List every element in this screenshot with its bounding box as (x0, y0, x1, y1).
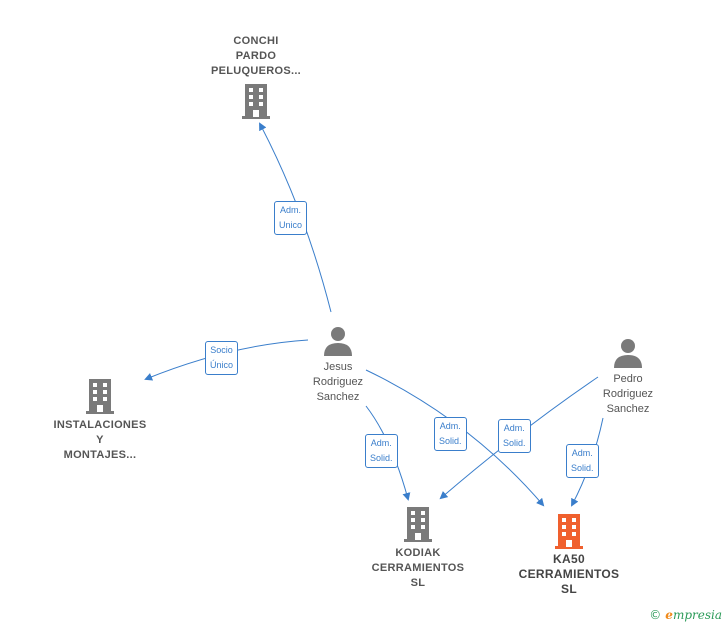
copyright-symbol: © (649, 608, 662, 622)
person-icon (324, 327, 352, 356)
node-pedro-rodriguez-sanchez[interactable]: Pedro Rodriguez Sanchez (588, 337, 668, 417)
edge-label-jesus-conchi: Adm. Unico (274, 201, 308, 235)
edge-label-jesus-kodiak: Adm. Solid. (365, 434, 398, 468)
brand-name: mpresia (672, 608, 722, 622)
edge-label-pedro-kodiak: Adm. Solid. (498, 419, 531, 453)
building-icon (555, 514, 583, 549)
building-icon (404, 507, 432, 542)
empresia-watermark: ©empresia (649, 608, 722, 622)
node-jesus-rodriguez-sanchez[interactable]: Jesus Rodriguez Sanchez (298, 325, 378, 405)
node-conchi-pardo-peluqueros[interactable]: CONCHI PARDO PELUQUEROS... (196, 34, 316, 119)
edge-label-jesus-instalaciones: Socio Único (205, 341, 239, 375)
brand-initial: e (665, 608, 673, 622)
edge-label-pedro-ka50: Adm. Solid. (566, 444, 599, 478)
edge-label-jesus-ka50: Adm. Solid. (434, 417, 467, 451)
node-ka50-cerramientos[interactable]: KA50 CERRAMIENTOS SL (507, 513, 631, 597)
building-icon (86, 379, 114, 414)
node-instalaciones-y-montajes[interactable]: INSTALACIONES Y MONTAJES... (40, 378, 160, 463)
node-kodiak-cerramientos[interactable]: KODIAK CERRAMIENTOS SL (358, 506, 478, 591)
person-icon (614, 339, 642, 368)
building-icon (242, 84, 270, 119)
